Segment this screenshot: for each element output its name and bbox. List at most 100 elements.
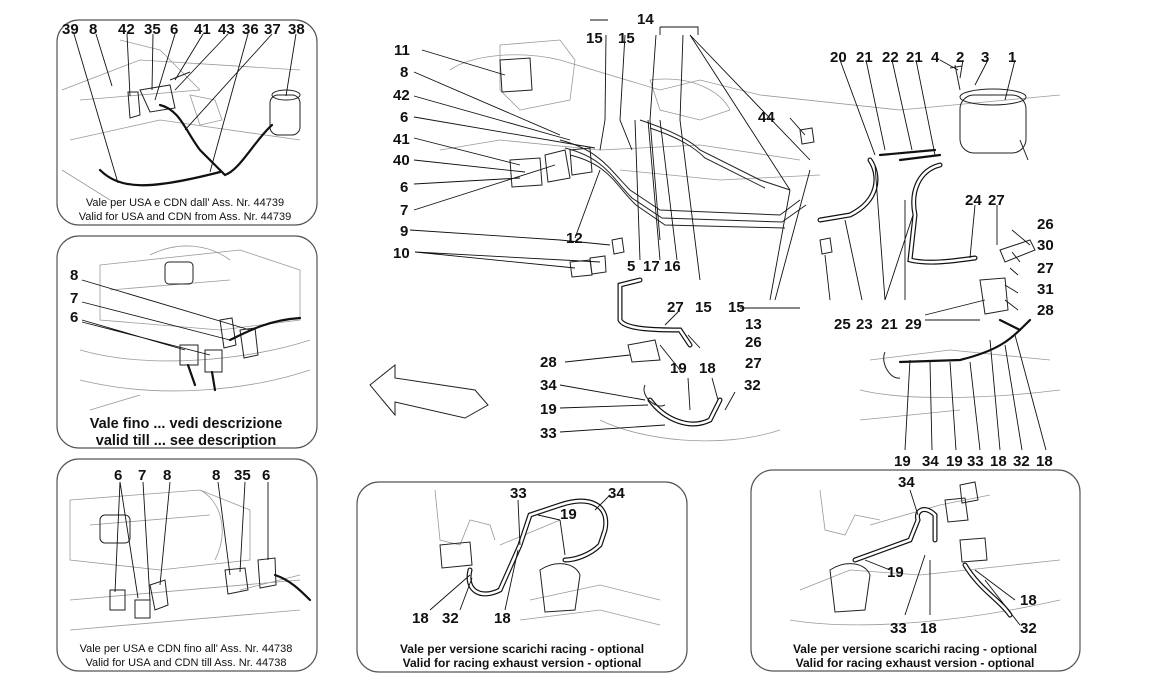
label-inset-br-4: 18 xyxy=(920,620,937,637)
label-main-36: 27 xyxy=(667,299,684,316)
label-inset-tl-7: 36 xyxy=(242,21,259,38)
label-main-17: 15 xyxy=(728,299,745,316)
label-main-22: 22 xyxy=(882,49,899,66)
label-inset-br-1: 19 xyxy=(887,564,904,581)
label-main-10: 12 xyxy=(566,230,583,247)
label-main-39: 28 xyxy=(540,354,557,371)
label-main-2: 42 xyxy=(393,87,410,104)
label-main-31: 30 xyxy=(1037,237,1054,254)
label-inset-ml-0: 8 xyxy=(70,267,78,284)
label-inset-bl-5: 6 xyxy=(262,467,270,484)
label-main-5: 40 xyxy=(393,152,410,169)
caption-bottom-right-line1: Vale per versione scarichi racing - opti… xyxy=(793,642,1037,656)
label-main-23: 21 xyxy=(906,49,923,66)
label-main-24: 4 xyxy=(931,49,940,66)
label-main-18: 14 xyxy=(637,11,654,28)
label-inset-br-2: 18 xyxy=(1020,592,1037,609)
label-main-25: 2 xyxy=(956,49,964,66)
label-main-46: 25 xyxy=(834,316,851,333)
caption-top-left-line2: Valid for USA and CDN from Ass. Nr. 4473… xyxy=(79,211,292,223)
label-inset-ml-2: 6 xyxy=(70,309,78,326)
label-main-50: 19 xyxy=(894,453,911,470)
label-main-43: 19 xyxy=(540,401,557,418)
label-main-49: 29 xyxy=(905,316,922,333)
label-main-47: 23 xyxy=(856,316,873,333)
label-main-32: 27 xyxy=(1037,260,1054,277)
caption-bottom-left-line1: Vale per USA e CDN fino all' Ass. Nr. 44… xyxy=(80,643,293,655)
label-main-3: 6 xyxy=(400,109,408,126)
caption-mid-left-line1: Vale fino ... vedi descrizione xyxy=(90,416,283,432)
label-main-45: 32 xyxy=(744,377,761,394)
label-main-51: 34 xyxy=(922,453,939,470)
caption-bottom-middle-line2: Valid for racing exhaust version - optio… xyxy=(403,656,642,670)
label-inset-ml-1: 7 xyxy=(70,290,78,307)
label-main-42: 34 xyxy=(540,377,557,394)
inset-bottom-left xyxy=(56,458,318,672)
label-inset-tl-9: 38 xyxy=(288,21,305,38)
label-inset-bm-0: 33 xyxy=(510,485,527,502)
label-main-20: 20 xyxy=(830,49,847,66)
label-inset-tl-0: 39 xyxy=(62,21,79,38)
label-main-19: 44 xyxy=(758,109,775,126)
label-main-28: 24 xyxy=(965,192,982,209)
label-main-33: 31 xyxy=(1037,281,1054,298)
label-main-15: 15 xyxy=(618,30,635,47)
label-main-37: 26 xyxy=(745,334,762,351)
main-assembly xyxy=(369,19,1061,451)
label-main-56: 18 xyxy=(1036,453,1053,470)
label-main-0: 11 xyxy=(394,42,410,59)
label-main-12: 17 xyxy=(643,258,660,275)
label-inset-tl-6: 43 xyxy=(218,21,235,38)
label-main-1: 8 xyxy=(400,64,408,81)
label-inset-bm-2: 34 xyxy=(608,485,625,502)
label-inset-bm-5: 18 xyxy=(494,610,511,627)
label-inset-bm-4: 32 xyxy=(442,610,459,627)
label-main-41: 18 xyxy=(699,360,716,377)
label-main-14: 15 xyxy=(586,30,603,47)
label-main-54: 18 xyxy=(990,453,1007,470)
label-inset-tl-2: 42 xyxy=(118,21,135,38)
label-main-48: 21 xyxy=(881,316,898,333)
caption-bottom-right-line2: Valid for racing exhaust version - optio… xyxy=(796,656,1035,670)
label-main-53: 33 xyxy=(967,453,984,470)
label-inset-tl-5: 41 xyxy=(194,21,211,38)
label-main-8: 9 xyxy=(400,223,408,240)
label-main-13: 16 xyxy=(664,258,681,275)
label-main-27: 1 xyxy=(1008,49,1016,66)
label-inset-bl-1: 7 xyxy=(138,467,146,484)
label-main-35: 13 xyxy=(745,316,762,333)
label-main-4: 41 xyxy=(393,131,410,148)
inset-bottom-middle xyxy=(356,481,688,673)
label-main-30: 26 xyxy=(1037,216,1054,233)
label-inset-tl-4: 6 xyxy=(170,21,178,38)
label-main-34: 28 xyxy=(1037,302,1054,319)
label-inset-bl-2: 8 xyxy=(163,467,171,484)
label-main-11: 5 xyxy=(627,258,635,275)
label-main-55: 32 xyxy=(1013,453,1030,470)
label-main-6: 6 xyxy=(400,179,408,196)
caption-bottom-left-line2: Valid for USA and CDN till Ass. Nr. 4473… xyxy=(86,657,287,669)
caption-bottom-middle-line1: Vale per versione scarichi racing - opti… xyxy=(400,642,644,656)
label-inset-tl-3: 35 xyxy=(144,21,161,38)
label-main-7: 7 xyxy=(400,202,408,219)
caption-top-left-line1: Vale per USA e CDN dall' Ass. Nr. 44739 xyxy=(86,197,284,209)
label-inset-bm-1: 19 xyxy=(560,506,577,523)
label-main-26: 3 xyxy=(981,49,989,66)
label-main-16: 15 xyxy=(695,299,712,316)
label-main-40: 19 xyxy=(670,360,687,377)
label-main-38: 27 xyxy=(745,355,762,372)
label-inset-bl-0: 6 xyxy=(114,467,122,484)
inset-top-left xyxy=(56,19,318,226)
label-main-52: 19 xyxy=(946,453,963,470)
label-main-9: 10 xyxy=(393,245,410,262)
label-main-29: 27 xyxy=(988,192,1005,209)
label-inset-tl-8: 37 xyxy=(264,21,281,38)
inset-middle-left xyxy=(56,235,318,449)
label-inset-br-0: 34 xyxy=(898,474,915,491)
label-inset-bl-4: 35 xyxy=(234,467,251,484)
caption-mid-left-line2: valid till ... see description xyxy=(96,433,277,449)
label-main-44: 33 xyxy=(540,425,557,442)
label-main-21: 21 xyxy=(856,49,873,66)
label-inset-br-5: 32 xyxy=(1020,620,1037,637)
